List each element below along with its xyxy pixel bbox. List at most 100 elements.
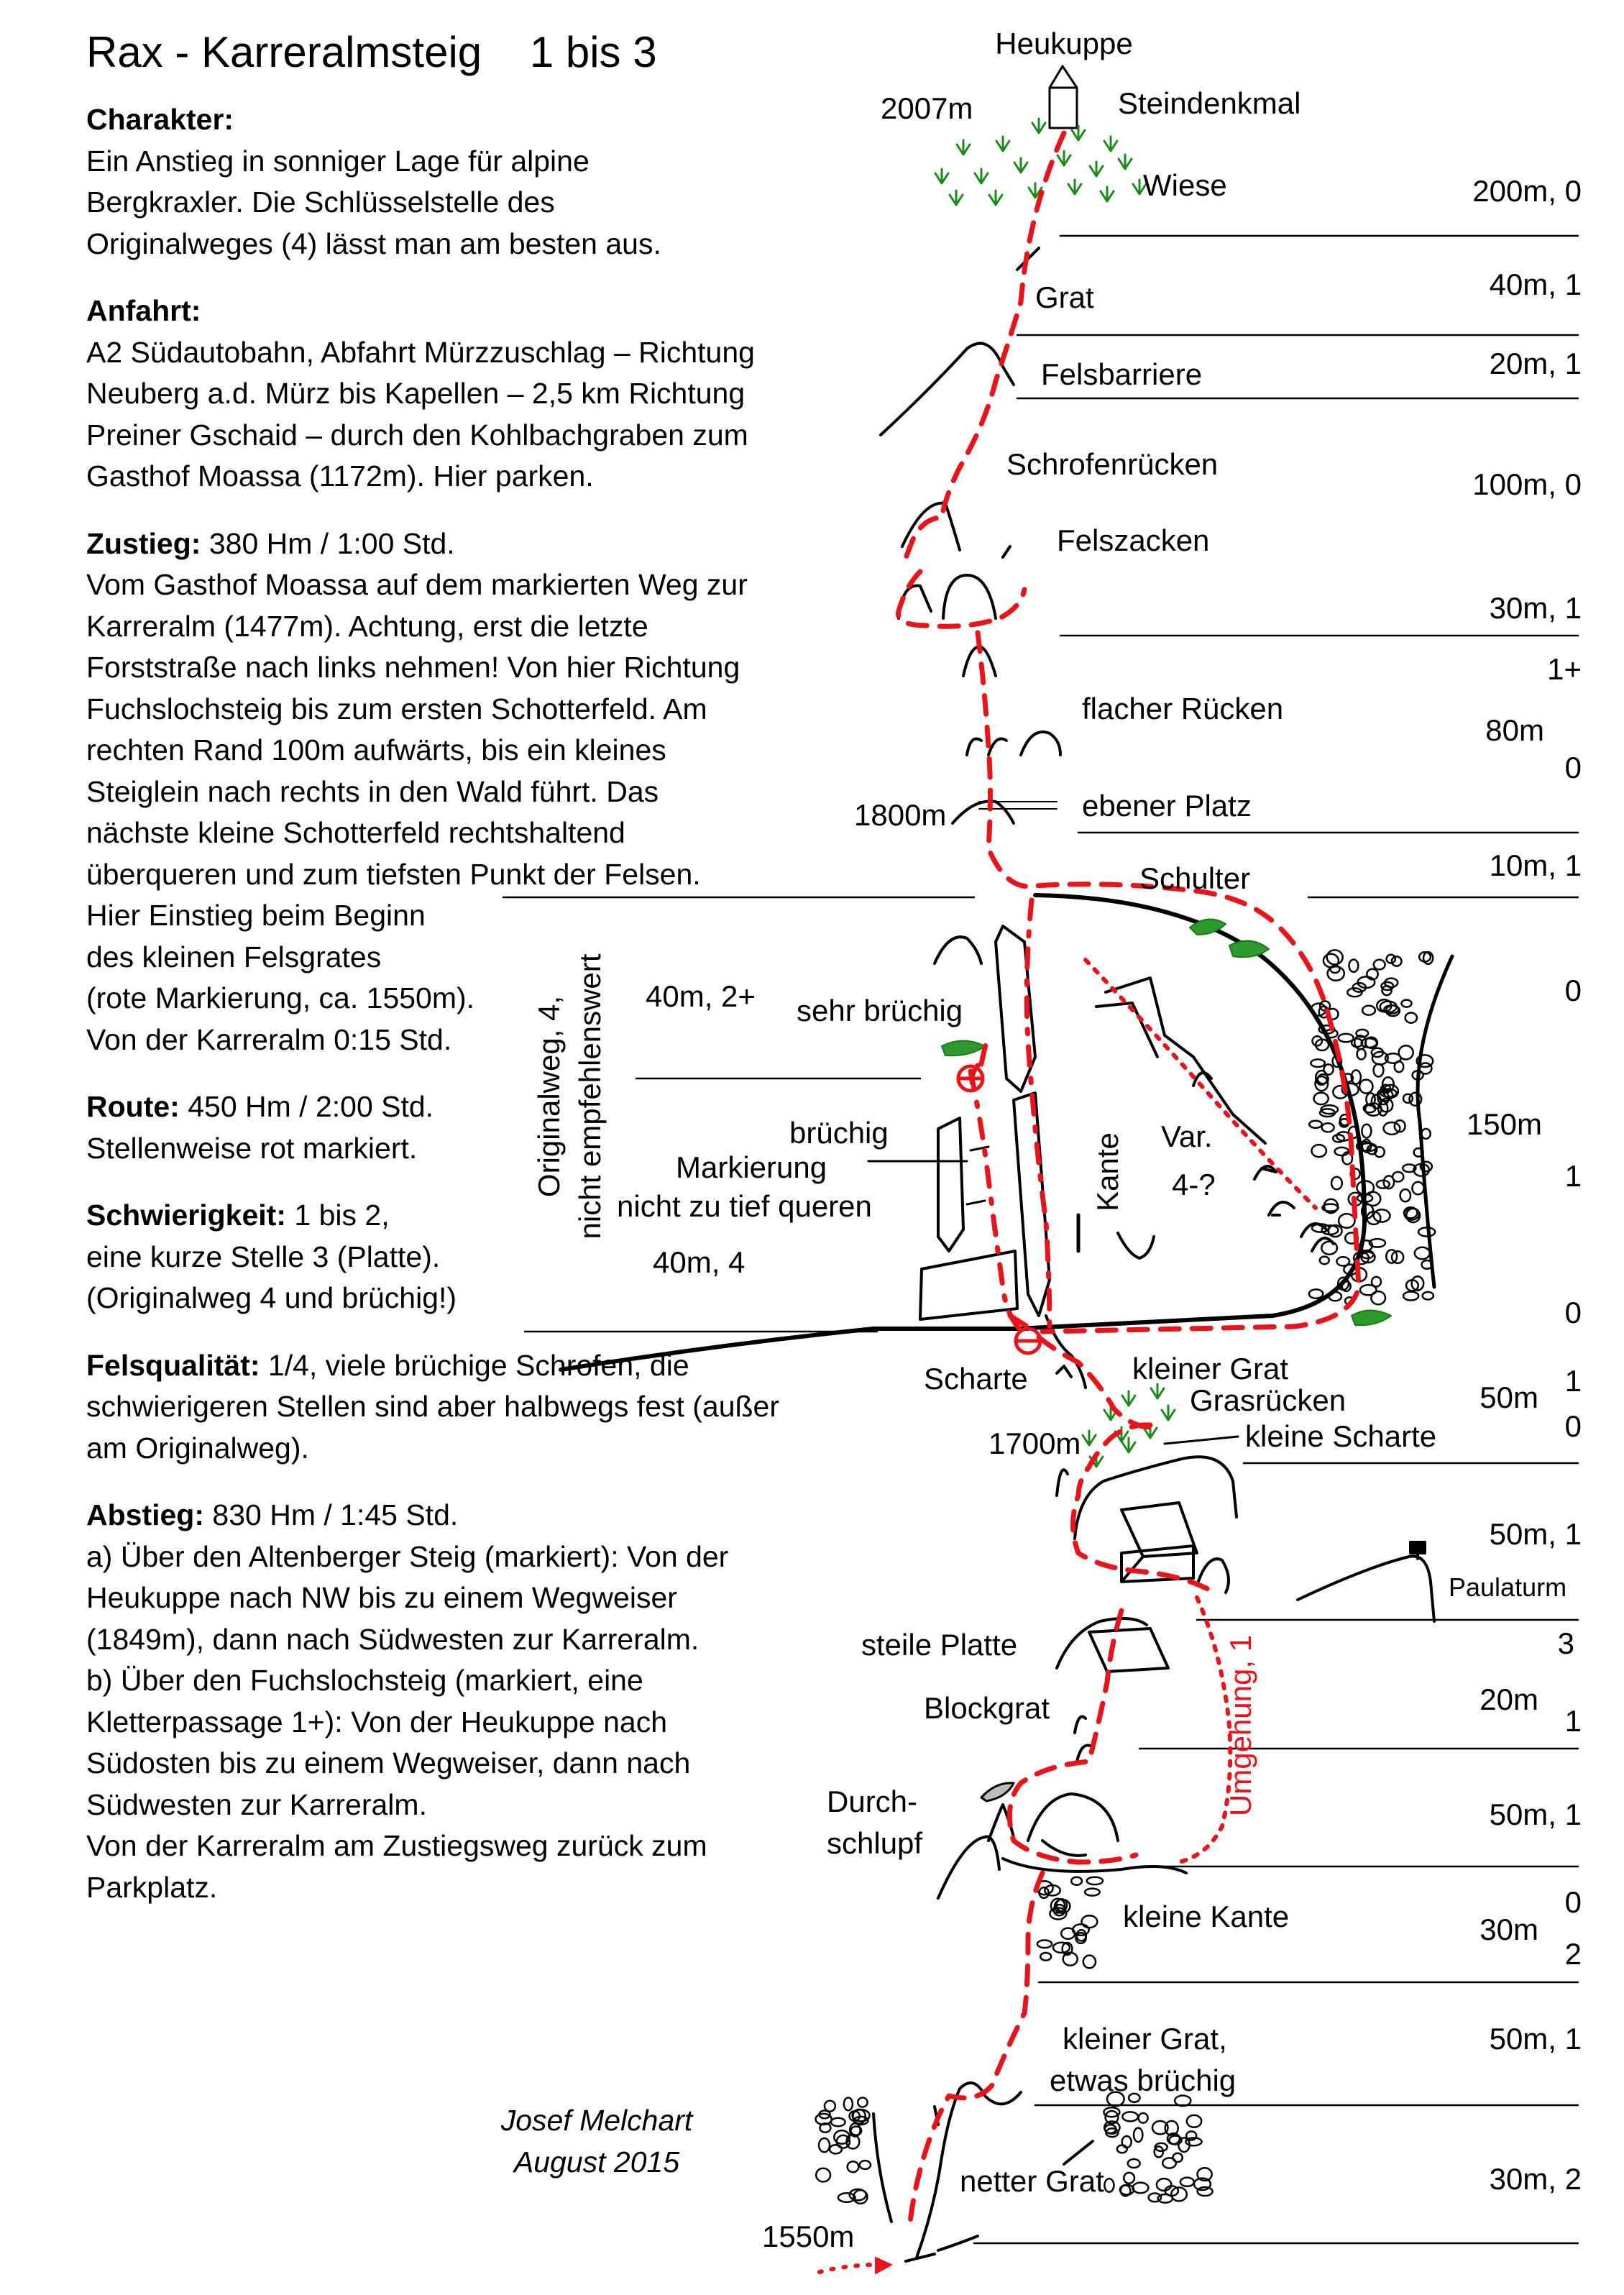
topo-label: Var. — [1161, 1119, 1213, 1153]
scree-pebble — [1410, 1275, 1425, 1291]
scree-pebble — [1153, 2145, 1165, 2158]
rock-features-lower — [872, 1314, 1436, 2263]
scree-pebble — [830, 2117, 846, 2127]
scree-pebble — [851, 2108, 871, 2122]
scree-pebble — [1164, 2120, 1179, 2137]
scree-pebble — [1332, 1084, 1349, 1099]
grass-tuft — [955, 139, 971, 156]
scree-pebble — [1103, 2106, 1121, 2118]
section-line: (Originalweg 4 und brüchig!) — [86, 1281, 457, 1314]
pitch-grade: 0 — [1565, 1296, 1582, 1329]
scree-pebble — [1122, 2171, 1136, 2184]
scree-pebble — [1411, 1181, 1425, 1196]
topo-label: steile Platte — [861, 1628, 1017, 1662]
scree-pebble — [1411, 1069, 1424, 1081]
topo-label: Heukuppe — [995, 27, 1132, 60]
grass-patches — [941, 918, 1392, 1327]
scree-pebble — [1421, 1127, 1431, 1140]
scree-pebble — [1311, 1035, 1323, 1047]
scree-pebble — [1311, 1223, 1331, 1233]
scree-pebble — [848, 2188, 867, 2202]
grass-tuft — [1150, 1383, 1165, 1400]
section-header-line: Anfahrt: — [86, 290, 848, 332]
scree-pebble — [1119, 2184, 1135, 2196]
topo-label: schlupf — [827, 1826, 922, 1860]
scree-pebble — [1404, 1012, 1418, 1024]
scree-pebble — [1371, 1050, 1389, 1066]
scree-pebble — [1308, 1288, 1324, 1300]
scree-pebble — [1360, 1251, 1376, 1264]
scree-pebble — [1132, 2181, 1150, 2194]
scree-pebble — [1419, 1160, 1433, 1173]
topo-label: Felszacken — [1057, 523, 1209, 557]
scree-pebble — [1368, 1237, 1387, 1248]
scree-pebble — [1327, 1224, 1343, 1238]
scree-pebble — [1361, 1138, 1372, 1153]
scree-pebble — [1403, 1207, 1420, 1221]
section-1: Anfahrt:A2 Südautobahn, Abfahrt Mürzzusc… — [86, 290, 848, 498]
topo-rotated-label: nicht empfehlenswert — [573, 953, 607, 1239]
scree-pebble — [1356, 1048, 1367, 1061]
scree-pebble — [853, 2115, 869, 2126]
scree-pebble — [1061, 1941, 1073, 1956]
scree-pebble — [1082, 1954, 1097, 1969]
topo-label: Blockgrat — [924, 1691, 1050, 1725]
topo-rotated-label: Kante — [1091, 1132, 1124, 1211]
scree-pebble — [1326, 949, 1344, 966]
scree-pebble — [1402, 1093, 1414, 1104]
section-line: Südwesten zur Karreralm. — [86, 1787, 427, 1821]
topo-label: 40m, 4 — [653, 1245, 745, 1279]
pitch-grade: 30m, 1 — [1490, 591, 1582, 625]
scree-pebble — [1352, 1250, 1370, 1265]
topo-label: etwas brüchig — [1050, 2063, 1236, 2097]
topo-label: 1800m — [854, 798, 946, 832]
section-line: Stellenweise rot markiert. — [86, 1131, 418, 1165]
scree-pebble — [815, 2167, 832, 2183]
scree-pebble — [1350, 1037, 1364, 1048]
section-line: Fuchslochsteig bis zum ersten Schotterfe… — [86, 692, 707, 725]
route-line — [817, 130, 1362, 2274]
section-line: Von der Karreralm 0:15 Std. — [86, 1022, 452, 1056]
scree-pebble — [1360, 1037, 1378, 1049]
scree-pebble — [1038, 1886, 1050, 1900]
grass-tuft — [1088, 160, 1104, 178]
scree-pebble — [846, 2160, 860, 2173]
grass-tuft — [995, 135, 1011, 152]
topo-label: Markierung — [676, 1150, 827, 1184]
section-line: Südosten bis zu einem Wegweiser, dann na… — [86, 1746, 691, 1779]
section-line: Gasthof Moassa (1172m). Hier parken. — [86, 459, 594, 493]
scree-pebble — [1413, 1147, 1424, 1158]
scree-pebble — [1370, 1275, 1382, 1288]
scree-pebble — [1385, 1248, 1398, 1264]
scree-pebble — [1127, 2092, 1141, 2103]
section-6: Abstieg: 830 Hm / 1:45 Std.a) Über den A… — [86, 1495, 848, 1908]
pitch-grade: 50m, 1 — [1490, 2022, 1582, 2056]
scree-pebble — [1314, 1038, 1330, 1052]
pitch-grade: 50m — [1480, 1380, 1538, 1414]
scree-pebble — [1381, 984, 1393, 997]
grass-tuft — [1067, 178, 1083, 196]
section-line: Steiglein nach rechts in den Wald führt.… — [86, 774, 659, 808]
scree-pebble — [1081, 1915, 1098, 1929]
scree-pebble — [1402, 1291, 1420, 1301]
scree-pebble — [1362, 1103, 1377, 1114]
topo-label: Wiese — [1143, 168, 1227, 202]
section-line: b) Über den Fuchslochsteig (markiert, ei… — [86, 1664, 643, 1697]
section-line: a) Über den Altenberger Steig (markiert)… — [86, 1539, 729, 1573]
topo-rotated-label: Originalweg, 4, — [532, 996, 566, 1197]
key-spot-markers — [956, 1064, 1042, 1355]
scree-pebble — [1075, 1931, 1087, 1945]
scree-pebble — [1405, 1279, 1420, 1292]
main-rock-face — [559, 893, 1454, 1372]
grass-tuft — [973, 168, 989, 185]
topo-label: nicht zu tief queren — [617, 1189, 872, 1223]
pitch-grade: 80m — [1485, 713, 1544, 747]
scree-pebble — [1314, 1069, 1329, 1086]
topo-label: Grat — [1035, 280, 1094, 314]
section-line: am Originalweg). — [86, 1431, 309, 1465]
topo-label: kleine Scharte — [1245, 1419, 1436, 1453]
scree-pebble — [1334, 1146, 1350, 1157]
scree-pebble — [1314, 1075, 1329, 1092]
section-line: A2 Südautobahn, Abfahrt Mürzzuschlag – R… — [86, 335, 755, 369]
scree-pebble — [1121, 2111, 1139, 2122]
